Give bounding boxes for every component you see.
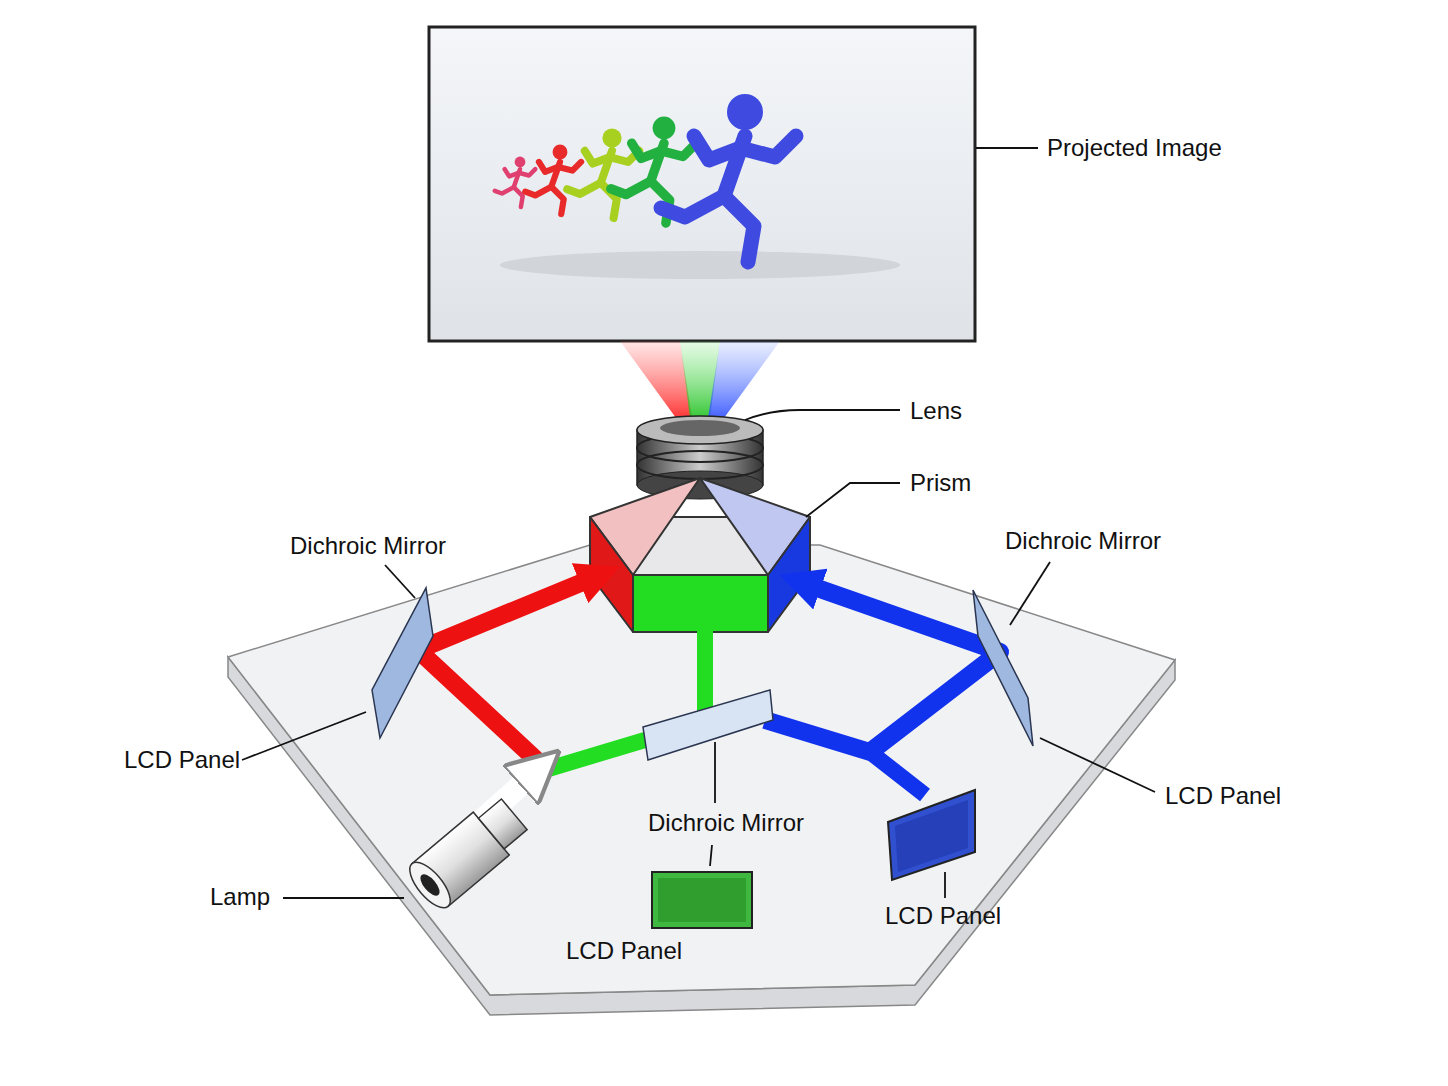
part-label: Lamp <box>210 884 270 910</box>
part-label: LCD Panel <box>885 903 1001 929</box>
part-label: Lens <box>910 398 962 424</box>
shadow <box>500 251 900 279</box>
part-label: LCD Panel <box>566 938 682 964</box>
lamp <box>403 793 532 914</box>
part-label: LCD Panel <box>1165 783 1281 809</box>
part-label: Dichroic Mirror <box>1005 528 1161 554</box>
part-label: Dichroic Mirror <box>648 810 804 836</box>
platform <box>228 545 1175 1015</box>
prism <box>590 478 810 632</box>
part-label: Dichroic Mirror <box>290 533 446 559</box>
dichroic-mirrors <box>372 588 1033 760</box>
lens <box>637 416 763 499</box>
part-label: Prism <box>910 470 971 496</box>
leader-lines <box>242 148 1155 898</box>
part-label: Projected Image <box>1047 135 1222 161</box>
part-label: LCD Panel <box>124 747 240 773</box>
projection-screen <box>429 27 975 341</box>
running-figures <box>495 94 796 262</box>
light-beams <box>620 341 780 418</box>
